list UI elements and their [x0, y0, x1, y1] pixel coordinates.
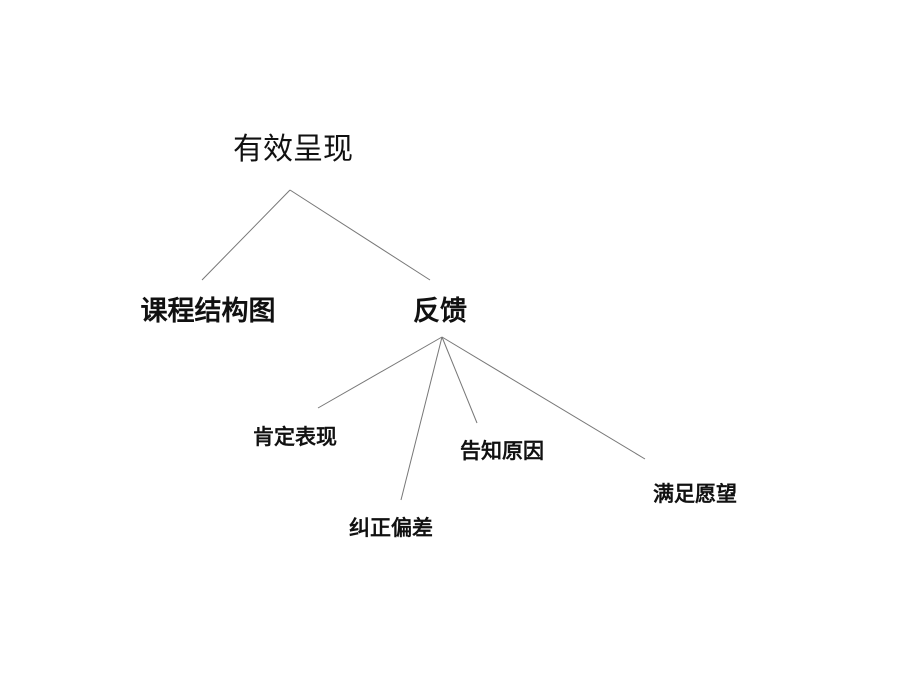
edge-feedback-to-wish: [441, 336, 646, 460]
affirm-performance-node-label: 肯定表现: [253, 425, 337, 449]
course-structure-node-label: 课程结构图: [141, 296, 276, 327]
correct-deviation-node-label: 纠正偏差: [349, 516, 433, 540]
feedback-node-label: 反馈: [413, 296, 467, 327]
edge-feedback-to-affirm: [317, 336, 443, 409]
edge-root-to-course: [201, 189, 291, 281]
edge-feedback-to-reason: [441, 336, 478, 424]
edge-root-to-feedback: [289, 189, 431, 281]
root-node-label: 有效呈现: [233, 132, 353, 167]
edge-feedback-to-correct: [400, 336, 443, 501]
fulfill-wish-node-label: 满足愿望: [653, 482, 737, 506]
explain-reason-node-label: 告知原因: [460, 439, 544, 463]
